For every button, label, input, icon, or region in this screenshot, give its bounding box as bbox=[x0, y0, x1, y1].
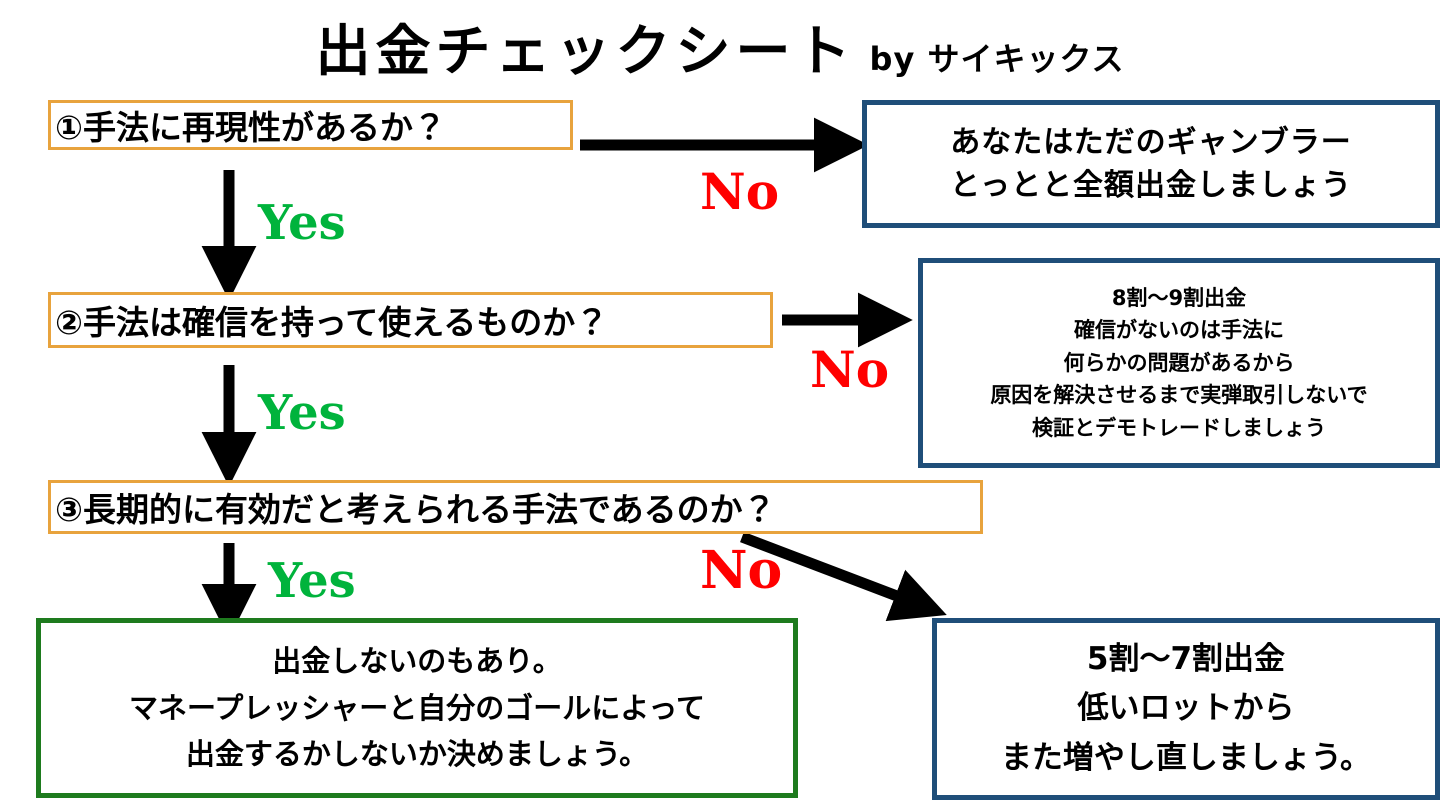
title-byline: by サイキックス bbox=[869, 40, 1125, 78]
question-1-text: ①手法に再現性があるか？ bbox=[55, 108, 446, 147]
question-3-text: ③長期的に有効だと考えられる手法であるのか？ bbox=[55, 490, 776, 529]
outcome-no-withdrawal-line-1: 出金しないのもあり。 bbox=[272, 644, 562, 679]
branch-label-yes-1: Yes bbox=[258, 195, 346, 251]
outcome-box-gambler[interactable]: あなたはただのギャンブラー とっとと全額出金しましょう bbox=[862, 100, 1440, 228]
outcome-gambler-line-1: あなたはただのギャンブラー bbox=[950, 124, 1352, 160]
outcome-50-70-line-1: 5割〜7割出金 bbox=[1086, 640, 1286, 677]
question-box-2[interactable]: ②手法は確信を持って使えるものか？ bbox=[48, 292, 773, 348]
page-title: 出金チェックシート by サイキックス bbox=[0, 6, 1440, 86]
branch-label-no-3: No bbox=[700, 540, 783, 601]
question-2-text: ②手法は確信を持って使えるものか？ bbox=[55, 303, 609, 342]
outcome-80-90-line-4: 原因を解決させるまで実弾取引しないで bbox=[990, 383, 1368, 408]
outcome-no-withdrawal-line-3: 出金するかしないか決めましょう。 bbox=[185, 737, 649, 772]
outcome-80-90-line-1: 8割〜9割出金 bbox=[1111, 285, 1247, 310]
outcome-box-50-70[interactable]: 5割〜7割出金 低いロットから また増やし直しましょう。 bbox=[932, 618, 1440, 800]
outcome-no-withdrawal-line-2: マネープレッシャーと自分のゴールによって bbox=[129, 690, 705, 725]
branch-label-no-1: No bbox=[700, 162, 780, 221]
outcome-50-70-line-2: 低いロットから bbox=[1077, 690, 1295, 727]
outcome-80-90-line-2: 確信がないのは手法に bbox=[1074, 318, 1284, 343]
branch-label-no-2: No bbox=[810, 340, 890, 399]
branch-label-yes-2: Yes bbox=[258, 385, 346, 441]
outcome-box-no-withdrawal[interactable]: 出金しないのもあり。 マネープレッシャーと自分のゴールによって 出金するかしない… bbox=[36, 618, 798, 798]
outcome-80-90-line-3: 何らかの問題があるから bbox=[1063, 350, 1295, 375]
title-text: 出金チェックシート bbox=[315, 19, 856, 83]
outcome-box-80-90[interactable]: 8割〜9割出金 確信がないのは手法に 何らかの問題があるから 原因を解決させるま… bbox=[918, 258, 1440, 468]
outcome-50-70-line-3: また増やし直しましょう。 bbox=[1000, 739, 1372, 776]
question-box-3[interactable]: ③長期的に有効だと考えられる手法であるのか？ bbox=[48, 480, 983, 534]
outcome-gambler-line-2: とっとと全額出金しましょう bbox=[949, 168, 1353, 203]
question-box-1[interactable]: ①手法に再現性があるか？ bbox=[48, 100, 573, 150]
outcome-80-90-line-5: 検証とデモトレードしましょう bbox=[1032, 415, 1326, 440]
branch-label-yes-3: Yes bbox=[268, 553, 356, 609]
